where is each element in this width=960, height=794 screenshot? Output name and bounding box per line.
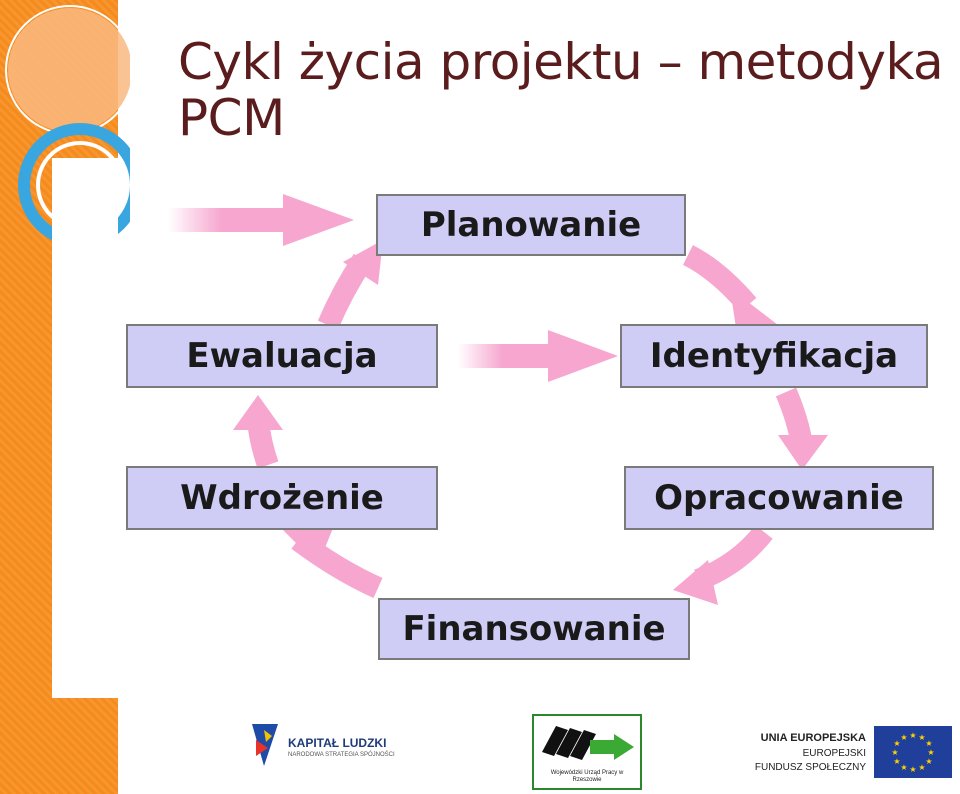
svg-text:★: ★ <box>927 748 934 757</box>
svg-text:★: ★ <box>893 757 900 766</box>
stage-planowanie: Planowanie <box>376 194 686 256</box>
kapital-ludzki-subtitle: NARODOWA STRATEGIA SPÓJNOŚCI <box>288 752 395 758</box>
content-panel-edge <box>52 158 118 698</box>
svg-text:★: ★ <box>909 765 916 774</box>
eu-flag-icon: ★★★ ★★★ ★★★ ★★★ <box>874 726 952 778</box>
svg-text:★: ★ <box>918 733 925 742</box>
svg-text:★: ★ <box>925 757 932 766</box>
stage-identyfikacja: Identyfikacja <box>620 324 928 388</box>
eu-line1: UNIA EUROPEJSKA <box>760 732 866 744</box>
eu-stars: ★★★ ★★★ ★★★ ★★★ <box>891 731 934 774</box>
footer-logos: KAPITAŁ LUDZKI NARODOWA STRATEGIA SPÓJNO… <box>0 700 960 794</box>
entry-arrow-identyfikacja <box>458 330 618 382</box>
svg-text:★: ★ <box>900 733 907 742</box>
svg-text:★: ★ <box>909 731 916 740</box>
wup-caption: Wojewódzki Urząd Pracy w Rzeszowie <box>550 770 624 783</box>
kapital-ludzki-name: KAPITAŁ LUDZKI <box>288 736 387 750</box>
svg-text:★: ★ <box>893 739 900 748</box>
cycle-arrows <box>168 194 828 605</box>
kapital-ludzki-icon <box>252 724 278 766</box>
svg-text:★: ★ <box>891 748 898 757</box>
kapital-ludzki-logo: KAPITAŁ LUDZKI NARODOWA STRATEGIA SPÓJNO… <box>248 720 418 770</box>
stage-wdrozenie: Wdrożenie <box>126 466 438 530</box>
svg-text:★: ★ <box>918 763 925 772</box>
wup-icon <box>542 726 634 760</box>
slide-title: Cykl życia projektu – metodyka PCM <box>178 33 944 147</box>
stage-opracowanie: Opracowanie <box>624 466 934 530</box>
eu-line3: FUNDUSZ SPOŁECZNY <box>754 762 866 773</box>
wup-logo: Wojewódzki Urząd Pracy w Rzeszowie <box>532 714 642 790</box>
entry-arrow-planowanie <box>168 194 354 246</box>
eu-line2: EUROPEJSKI <box>802 748 866 759</box>
stage-finansowanie: Finansowanie <box>378 598 690 660</box>
eu-logo: UNIA EUROPEJSKA EUROPEJSKI FUNDUSZ SPOŁE… <box>755 724 956 780</box>
svg-text:★: ★ <box>925 739 932 748</box>
svg-text:★: ★ <box>900 763 907 772</box>
stage-ewaluacja: Ewaluacja <box>126 324 438 388</box>
